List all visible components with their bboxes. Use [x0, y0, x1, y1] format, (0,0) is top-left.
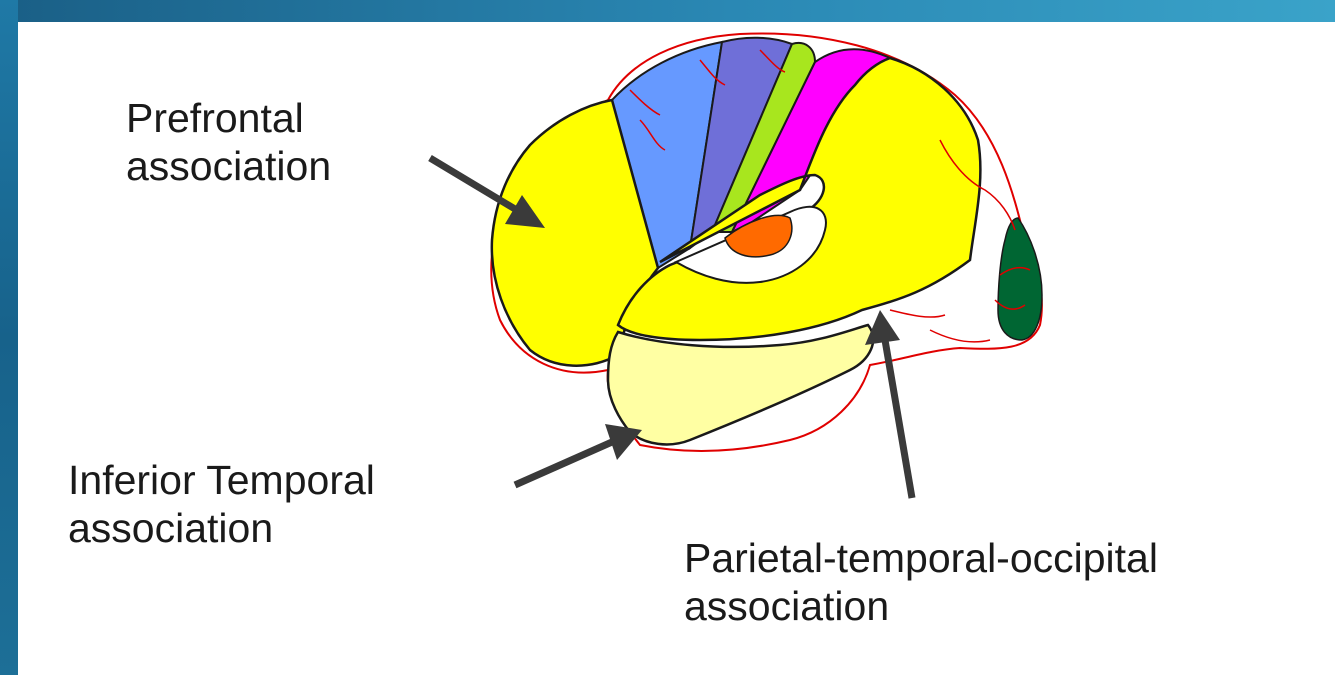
- label-prefrontal-line1: Prefrontal: [126, 94, 331, 142]
- label-prefrontal: Prefrontal association: [126, 94, 331, 190]
- label-parietal-temporal-occipital: Parietal-temporal-occipital association: [684, 534, 1158, 630]
- label-inferior-temporal-line1: Inferior Temporal: [68, 456, 375, 504]
- label-inferior-temporal: Inferior Temporal association: [68, 456, 375, 552]
- slide-frame-left: [0, 0, 18, 675]
- label-ptoc-line1: Parietal-temporal-occipital: [684, 534, 1158, 582]
- arrow-inferior-temporal: [515, 424, 642, 485]
- label-ptoc-line2: association: [684, 582, 1158, 630]
- label-prefrontal-line2: association: [126, 142, 331, 190]
- label-inferior-temporal-line2: association: [68, 504, 375, 552]
- slide-frame-top: [0, 0, 1335, 22]
- slide-canvas: Prefrontal association Inferior Temporal…: [18, 22, 1335, 675]
